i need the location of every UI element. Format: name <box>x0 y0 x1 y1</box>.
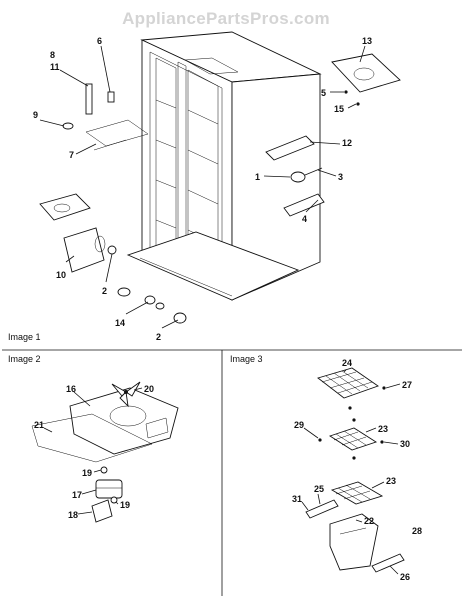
callout-8: 8 <box>50 50 55 60</box>
callout-28: 28 <box>412 526 422 536</box>
part-17-motor <box>95 479 123 499</box>
part-23-shelf-lower <box>330 481 384 505</box>
part-4-bracket <box>283 193 325 217</box>
callout-7: 7 <box>69 150 74 160</box>
callout-18: 18 <box>68 510 78 520</box>
callout-22: 22 <box>364 516 374 526</box>
callout-9: 9 <box>33 110 38 120</box>
callout-24: 24 <box>342 358 352 368</box>
part-6-screw <box>107 91 115 103</box>
callout-19-b: 19 <box>120 500 130 510</box>
part-2-socket-b <box>117 287 131 297</box>
part-2-clip-a <box>107 245 117 255</box>
callout-14: 14 <box>115 318 125 328</box>
leader-lines-image3 <box>301 369 401 575</box>
section-label-image2: Image 2 <box>8 354 41 364</box>
section-label-image3: Image 3 <box>230 354 263 364</box>
part-24-wire-shelf <box>317 367 379 399</box>
callout-21: 21 <box>34 420 44 430</box>
callout-5: 5 <box>321 88 326 98</box>
control-assembly <box>39 193 91 221</box>
part-19-screw-b <box>110 496 118 504</box>
leader-lines-image1 <box>39 45 366 329</box>
callout-2-b: 2 <box>156 332 161 342</box>
leader-lines-image2 <box>43 387 143 515</box>
refrigerator-cabinet <box>126 31 322 301</box>
callout-31: 31 <box>292 494 302 504</box>
callout-19-a: 19 <box>82 468 92 478</box>
callout-15: 15 <box>334 104 344 114</box>
callout-13: 13 <box>362 36 372 46</box>
part-19-screw-a <box>100 466 108 474</box>
part-1-lamp-socket <box>290 167 323 183</box>
part-21-gasket <box>31 413 153 463</box>
part-22-crisper-bin <box>329 513 379 571</box>
part-20-fan-blade <box>111 381 141 408</box>
part-23-shelf-upper <box>328 427 378 451</box>
callout-29: 29 <box>294 420 304 430</box>
part-13-bracket <box>331 53 401 93</box>
callout-23-b: 23 <box>386 476 396 486</box>
callout-10: 10 <box>56 270 66 280</box>
callout-11: 11 <box>50 62 60 72</box>
part-18-bracket <box>91 499 113 523</box>
callout-1: 1 <box>255 172 260 182</box>
callout-16: 16 <box>66 384 76 394</box>
watermark-text: AppliancePartsPros.com <box>122 9 330 28</box>
part-25-slide-rail <box>305 499 339 519</box>
part-7-panel <box>85 119 149 151</box>
callout-27: 27 <box>402 380 412 390</box>
callout-25: 25 <box>314 484 324 494</box>
callout-2-a: 2 <box>102 286 107 296</box>
callout-26: 26 <box>400 572 410 582</box>
callout-3: 3 <box>338 172 343 182</box>
part-8-tube <box>85 83 93 115</box>
callout-17: 17 <box>72 490 82 500</box>
callout-4: 4 <box>302 214 307 224</box>
callout-23-a: 23 <box>378 424 388 434</box>
callout-6: 6 <box>97 36 102 46</box>
callout-12: 12 <box>342 138 352 148</box>
part-26-slide-rail <box>371 553 405 573</box>
section-frame <box>2 349 462 596</box>
part-9-clip <box>62 122 74 130</box>
part-16-fan-cover <box>69 387 179 455</box>
part-10-housing <box>63 227 106 273</box>
section-label-image1: Image 1 <box>8 332 41 342</box>
callout-20: 20 <box>144 384 154 394</box>
callout-30: 30 <box>400 439 410 449</box>
part-12-bracket <box>265 135 315 161</box>
